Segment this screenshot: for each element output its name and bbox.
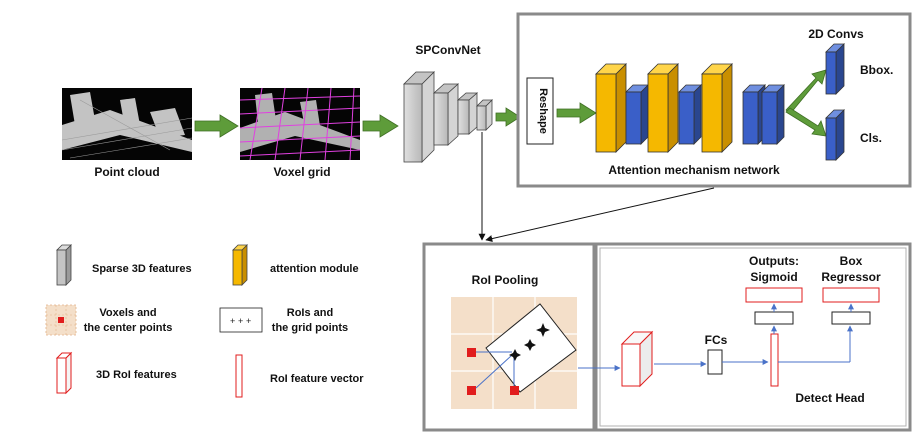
reshape-box [526, 77, 554, 145]
legend-roi-vector-label: RoI feature vector [270, 373, 364, 385]
fcs-block [707, 349, 723, 375]
svg-text:+: + [246, 316, 251, 326]
box-label-line2: Regressor [821, 270, 881, 284]
regressor-output [822, 287, 880, 303]
detect-head-label: Detect Head [795, 391, 864, 405]
legend-sparse-3d-icon [56, 244, 72, 286]
output-convs [825, 43, 845, 161]
legend-roi-features-icon [55, 351, 73, 395]
attention-blocks [595, 63, 785, 153]
attention-network-title: Attention mechanism network [608, 163, 780, 177]
reshape-label: Reshape [537, 88, 549, 134]
sigmoid-output [745, 287, 803, 303]
fcs-label: FCs [705, 333, 728, 347]
legend-rois-line1: RoIs and [287, 307, 333, 319]
voxel-centers [467, 348, 519, 395]
arrow-voxel-to-spconv [362, 114, 399, 138]
legend-attention-label: attention module [270, 263, 359, 275]
spconvnet-blocks [403, 71, 493, 163]
bbox-label: Bbox. [860, 63, 893, 77]
spconvnet-label: SPConvNet [415, 43, 480, 57]
voxel-grid-label: Voxel grid [273, 165, 330, 179]
legend-voxels-line1: Voxels and [99, 307, 156, 319]
legend-attention-icon [232, 244, 248, 286]
arrow-attention-to-roi [485, 187, 715, 243]
point-cloud-image [61, 88, 193, 160]
roi-feature-cube [620, 330, 654, 388]
legend-rois-icon: + + + [219, 307, 263, 333]
arrow-to-cls-conv [785, 107, 827, 137]
legend-voxels-icon [45, 304, 77, 336]
legend-roi-features-label: 3D RoI features [96, 369, 177, 381]
svg-text:+: + [230, 316, 235, 326]
roi-pooling-grid [451, 297, 577, 409]
cls-label: Cls. [860, 131, 882, 145]
outputs-label-line2: Sigmoid [750, 270, 797, 284]
arrow-to-bbox-conv [785, 69, 827, 115]
point-cloud-label: Point cloud [94, 165, 159, 179]
regressor-fc [831, 311, 871, 325]
outputs-label-line1: Outputs: [749, 254, 799, 268]
legend-voxels-line2: the center points [84, 322, 173, 334]
grid-points [509, 323, 550, 361]
box-label-line1: Box [840, 254, 863, 268]
legend-sparse-3d-label: Sparse 3D features [92, 263, 192, 275]
arrow-reshape-to-attention [556, 102, 597, 124]
legend: Sparse 3D features attention module Voxe… [45, 244, 364, 398]
arrow-spconv-to-reshape [495, 107, 521, 127]
arrow-pointcloud-to-voxel [194, 114, 239, 138]
legend-rois-line2: the grid points [272, 322, 348, 334]
2d-convs-label: 2D Convs [808, 27, 864, 41]
roi-pooling-label: RoI Pooling [472, 273, 539, 287]
roi-feature-vector [770, 333, 779, 387]
legend-roi-vector-icon [235, 354, 243, 398]
svg-text:+: + [238, 316, 243, 326]
voxel-grid-image [239, 87, 361, 161]
sigmoid-fc [754, 311, 794, 325]
